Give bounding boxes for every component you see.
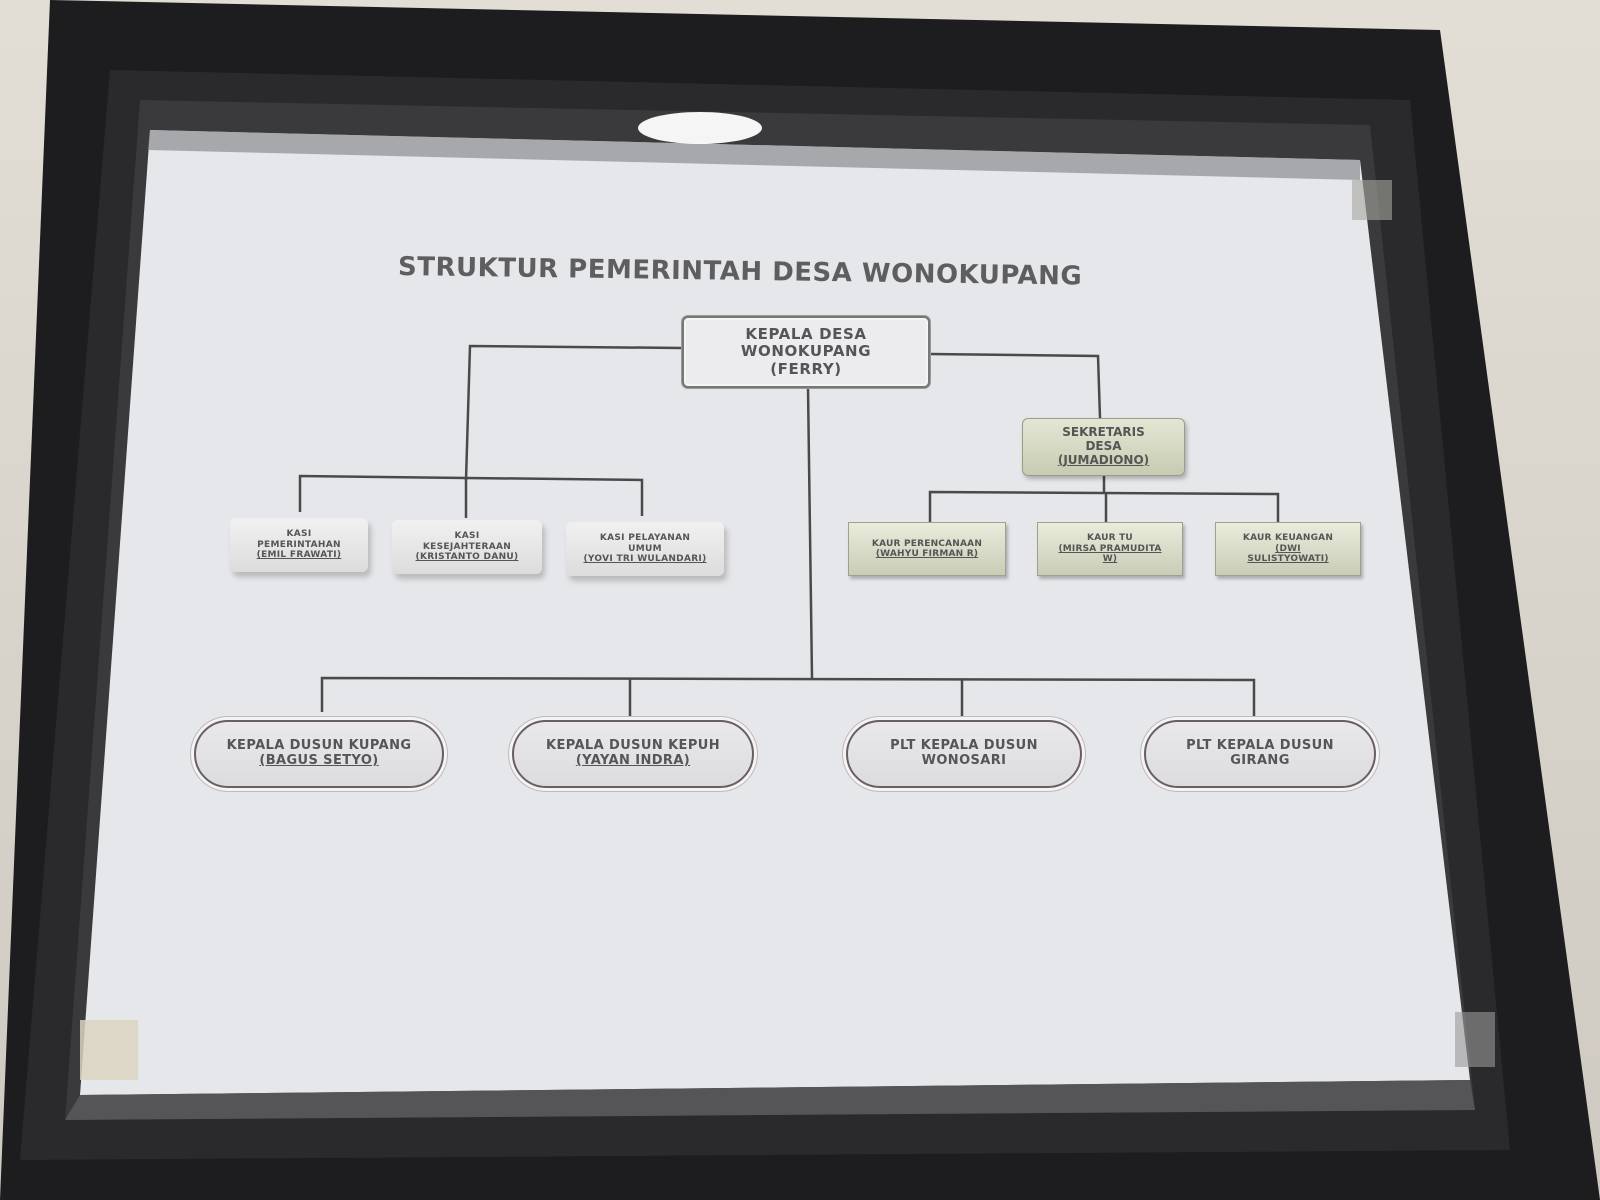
kasi-label-2: PEMERINTAHAN: [257, 539, 341, 550]
dusun-kepuh-box: KEPALA DUSUN KEPUH (YAYAN INDRA): [512, 720, 754, 788]
sekretaris-title: SEKRETARIS: [1062, 425, 1145, 440]
kasi-label: KASI: [454, 531, 480, 542]
kaur-name-2: W): [1102, 554, 1118, 565]
dusun-wonosari-box: PLT KEPALA DUSUN WONOSARI: [846, 720, 1082, 788]
sekretaris-name: (JUMADIONO): [1057, 452, 1150, 467]
kepala-desa-title: KEPALA DESA: [745, 325, 867, 344]
kasi-label-2: KESEJAHTERAAN: [422, 541, 512, 552]
kaur-name-2: SULISTYOWATI): [1247, 554, 1329, 565]
kaur-tu-box: KAUR TU (MIRSA PRAMUDITA W): [1037, 522, 1183, 576]
dusun-name: (YAYAN INDRA): [575, 753, 691, 768]
dusun-title: KEPALA DUSUN KEPUH: [545, 738, 720, 754]
kasi-name: (EMIL FRAWATI): [256, 550, 342, 561]
kaur-perencanaan-box: KAUR PERENCANAAN (WAHYU FIRMAN R): [848, 522, 1006, 576]
dusun-name: (BAGUS SETYO): [259, 753, 379, 768]
dusun-name: WONOSARI: [921, 753, 1007, 768]
kasi-label-2: UMUM: [628, 543, 662, 554]
kaur-name: (WAHYU FIRMAN R): [875, 549, 979, 559]
kaur-label: KAUR KEUANGAN: [1242, 533, 1334, 544]
kasi-pelayanan-umum-box: KASI PELAYANAN UMUM (YOVI TRI WULANDARI): [566, 522, 724, 576]
dusun-name: GIRANG: [1230, 753, 1290, 768]
dusun-title: KEPALA DUSUN KUPANG: [226, 738, 412, 754]
kaur-name: (DWI: [1275, 543, 1301, 554]
kasi-pemerintahan-box: KASI PEMERINTAHAN (EMIL FRAWATI): [230, 518, 368, 572]
kasi-label: KASI PELAYANAN: [599, 533, 691, 544]
dusun-title: PLT KEPALA DUSUN: [890, 738, 1038, 754]
kaur-label: KAUR TU: [1087, 533, 1133, 544]
kasi-label: KASI: [286, 529, 312, 540]
kepala-desa-village: WONOKUPANG: [740, 342, 872, 361]
kaur-keuangan-box: KAUR KEUANGAN (DWI SULISTYOWATI): [1215, 522, 1361, 576]
kepala-desa-box: KEPALA DESA WONOKUPANG (FERRY): [682, 316, 930, 388]
kepala-desa-name: (FERRY): [770, 359, 842, 378]
dusun-girang-box: PLT KEPALA DUSUN GIRANG: [1144, 720, 1376, 788]
sekretaris-desa-box: SEKRETARIS DESA (JUMADIONO): [1022, 418, 1185, 476]
kasi-name: (YOVI TRI WULANDARI): [583, 554, 707, 565]
kaur-label: KAUR PERENCANAAN: [871, 538, 983, 549]
dusun-kupang-box: KEPALA DUSUN KUPANG (BAGUS SETYO): [194, 720, 444, 788]
kaur-name: (MIRSA PRAMUDITA: [1058, 543, 1162, 554]
sekretaris-title-2: DESA: [1085, 439, 1122, 454]
dusun-title: PLT KEPALA DUSUN: [1186, 738, 1334, 754]
kasi-name: (KRISTANTO DANU): [415, 552, 519, 563]
kasi-kesejahteraan-box: KASI KESEJAHTERAAN (KRISTANTO DANU): [392, 520, 542, 574]
